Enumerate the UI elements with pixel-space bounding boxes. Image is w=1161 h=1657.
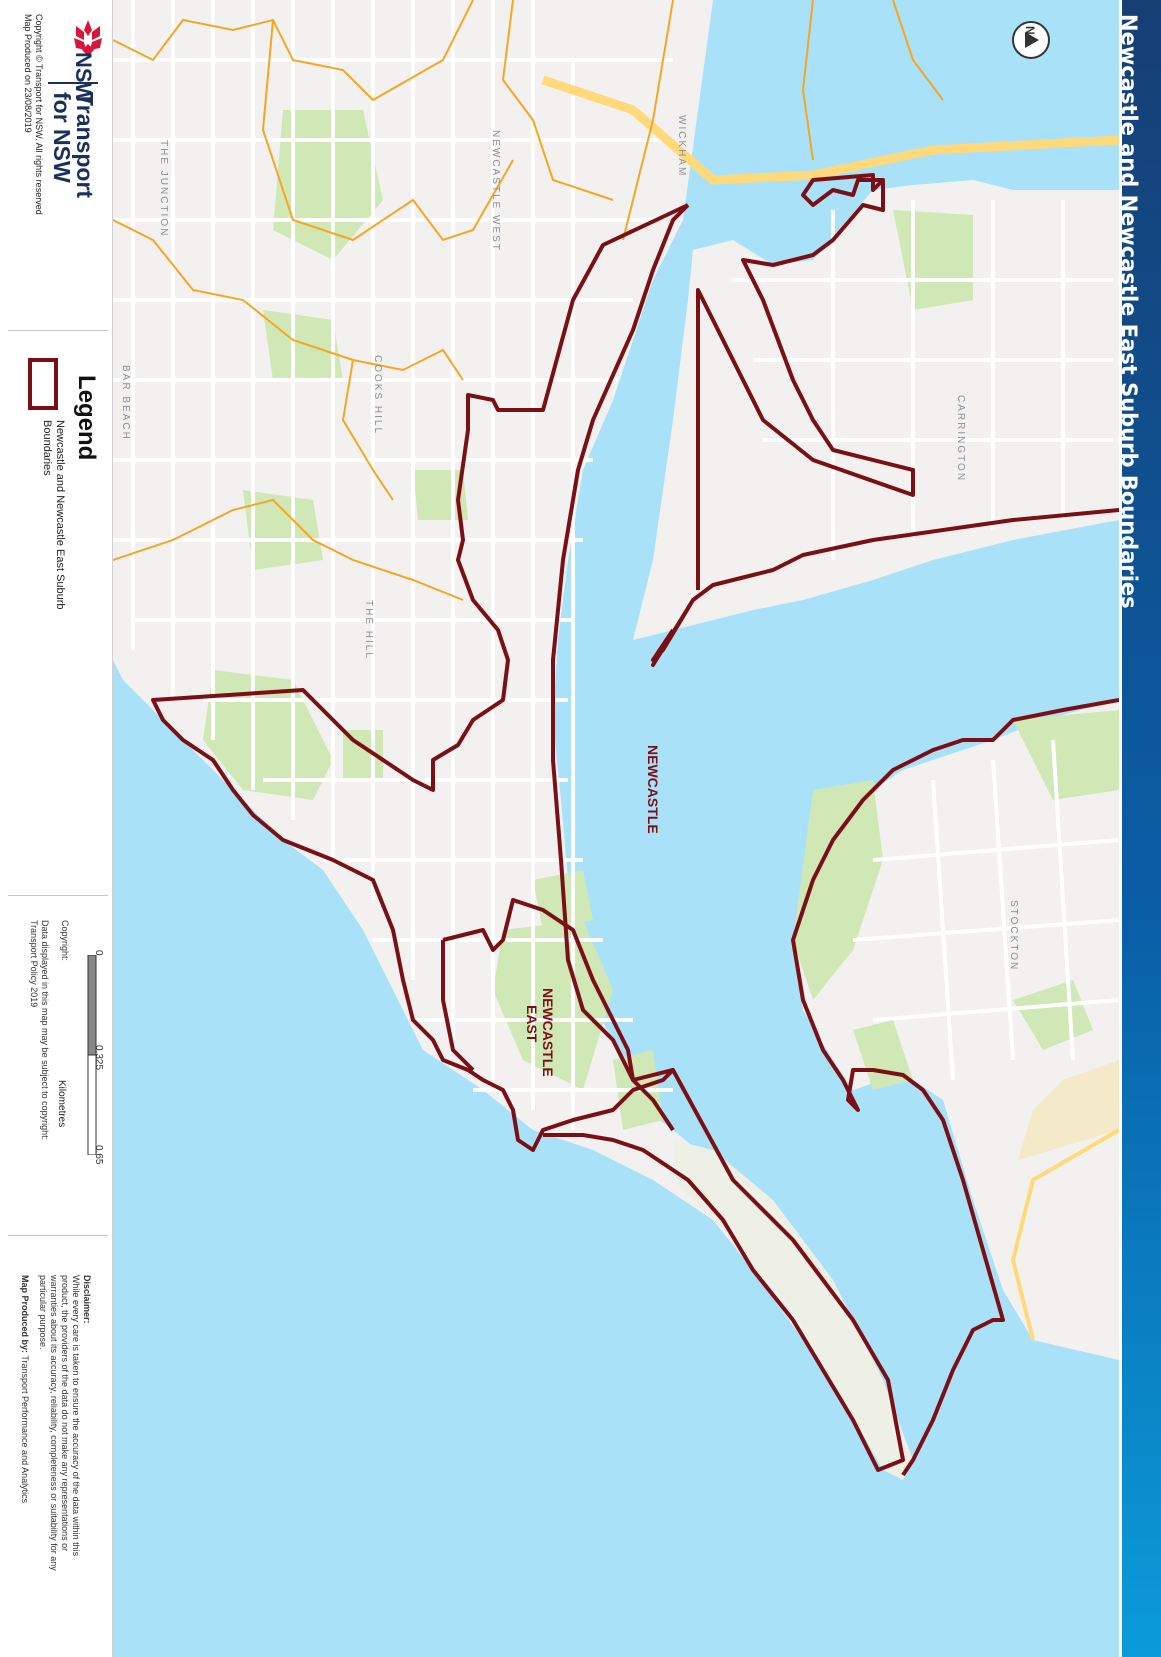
north-arrow-label: N — [1023, 26, 1037, 35]
label-newcastle-west: NEWCASTLE WEST — [490, 130, 501, 252]
copyright-notice: Copyright © Transport for NSW. All right… — [34, 14, 44, 215]
logo-divider — [48, 82, 98, 84]
logo-line-1: Transport — [72, 92, 98, 199]
legend-item-label: Newcastle and Newcastle East Suburb Boun… — [41, 420, 66, 610]
stockton-boundary — [791, 698, 1119, 1477]
divider-1 — [8, 330, 108, 331]
scale-bar — [58, 954, 98, 1160]
north-arrow: N — [1012, 21, 1050, 59]
copyright-heading: Copyright: — [60, 920, 70, 962]
waratah-logo-icon — [74, 20, 102, 56]
newcastle-boundary — [151, 203, 905, 1472]
produced-by: Map Produced by: Transport Performance a… — [20, 1275, 30, 1503]
adjacent-suburb-boundaries — [113, 0, 944, 601]
label-bar-beach: BAR BEACH — [120, 365, 131, 441]
map-svg: NEWCASTLE NEWCASTLE EAST CARRINGTON STOC… — [113, 0, 1119, 1657]
scale-tick-2: 0.65 — [93, 1145, 104, 1165]
label-cooks-hill: COOKS HILL — [372, 355, 383, 435]
stockton-beach — [1018, 1060, 1119, 1160]
legend-title: Legend — [73, 375, 100, 461]
scale-tick-1: 0.325 — [93, 1045, 104, 1071]
logo-line-2: for NSW — [49, 92, 75, 183]
copyright-line: Copyright © Transport for NSW. All right… — [22, 14, 44, 215]
label-newcastle: NEWCASTLE — [645, 745, 661, 834]
area-labels: CARRINGTON STOCKTON WICKHAM NEWCASTLE WE… — [120, 115, 1019, 971]
disclaimer-heading: Disclaimer: — [82, 1275, 92, 1324]
logo-wordmark: Transport for NSW — [49, 92, 98, 199]
scale-unit: Kilometres — [56, 1080, 67, 1128]
produced-date: Map Produced on 23/08/2019 — [23, 14, 33, 133]
copyright-body: Data displayed in this map may be subjec… — [29, 920, 50, 1141]
carrington-land — [633, 180, 1119, 640]
newcastle-east-boundary — [441, 898, 675, 1132]
divider-3 — [8, 1235, 108, 1236]
carrington-boundary — [651, 173, 1119, 667]
label-wickham: WICKHAM — [676, 115, 687, 177]
suburb-boundaries — [151, 173, 1119, 1477]
label-newcastle-east-1: NEWCASTLE — [540, 988, 556, 1077]
label-stockton: STOCKTON — [1008, 900, 1019, 971]
legend-swatch — [28, 358, 58, 410]
stockton-road — [1010, 1128, 1119, 1341]
label-carrington: CARRINGTON — [955, 395, 966, 482]
label-newcastle-east-2: EAST — [524, 1005, 540, 1043]
disclaimer: Disclaimer: While every care is taken to… — [37, 1275, 92, 1585]
map-canvas[interactable]: NEWCASTLE NEWCASTLE EAST CARRINGTON STOC… — [112, 0, 1119, 1657]
street-grid — [113, 0, 1119, 1130]
newcastle-harbour-edge — [551, 203, 690, 1082]
nobbys-breakwater — [673, 1140, 913, 1480]
park-areas — [203, 110, 1119, 1130]
label-the-hill: THE HILL — [363, 600, 374, 660]
divider-2 — [8, 895, 108, 896]
map-title: Newcastle and Newcastle East Suburb Boun… — [1117, 14, 1141, 609]
label-the-junction: THE JUNCTION — [158, 140, 169, 237]
suburb-labels: NEWCASTLE NEWCASTLE EAST — [524, 745, 661, 1077]
scale-tick-0: 0 — [93, 950, 104, 956]
produced-by-label: Map Produced by: — [20, 1275, 30, 1354]
produced-by-value: Transport Performance and Analytics — [20, 1355, 30, 1504]
highway — [541, 75, 1119, 185]
title-bar — [1122, 0, 1161, 1657]
disclaimer-body: While every care is taken to ensure the … — [38, 1275, 81, 1571]
